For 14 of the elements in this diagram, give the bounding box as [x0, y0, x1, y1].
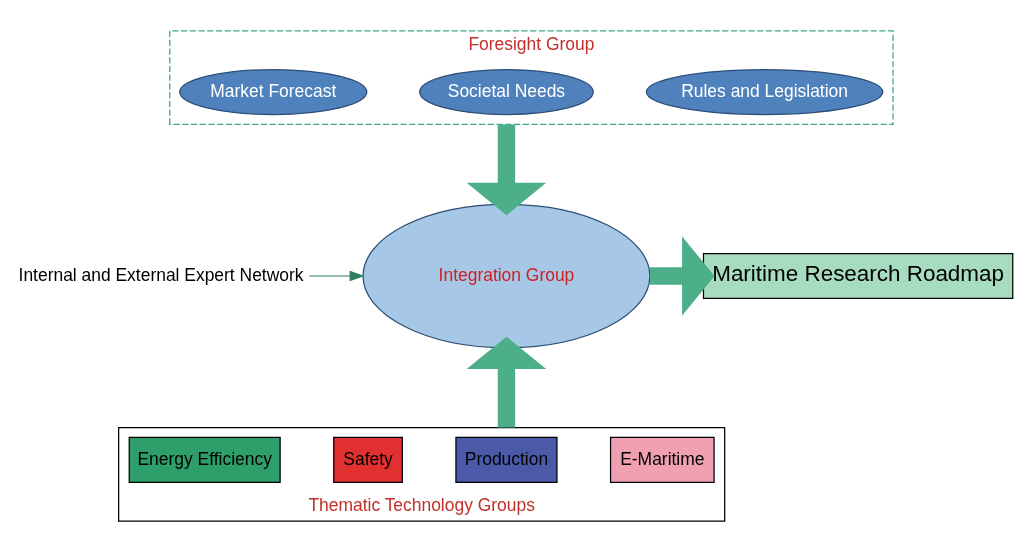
arrow [466, 124, 547, 215]
node-text: Internal and External Expert Network [18, 264, 304, 285]
node-ellipse: Rules and Legislation [645, 68, 884, 115]
node-box: E-Maritime [609, 436, 715, 483]
node-box: Production [455, 436, 558, 483]
arrow [466, 336, 547, 427]
node-box: Maritime Research Roadmap [702, 252, 1014, 299]
node-box: Safety [333, 436, 403, 483]
node-ellipse: Integration Group [362, 203, 651, 348]
node-ellipse: Societal Needs [419, 68, 594, 115]
node-box: Energy Efficiency [128, 436, 281, 483]
arrow [650, 235, 715, 316]
node-ellipse: Market Forecast [179, 68, 368, 115]
arrow [308, 270, 365, 281]
